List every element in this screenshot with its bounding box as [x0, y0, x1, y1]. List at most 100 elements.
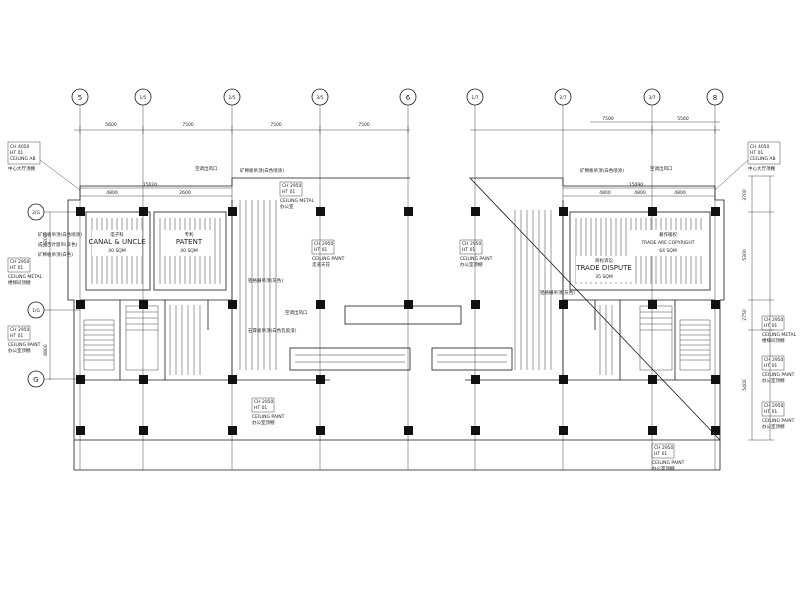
note-8: 矿棉板吊顶(白色喷涂)	[580, 167, 624, 174]
svg-text:HT 01: HT 01	[654, 451, 667, 457]
room-left-a-cn: 电子科	[110, 231, 124, 238]
room-left-a-area: 40 SQM	[108, 248, 126, 254]
room-right-b-area: 64 SQM	[659, 248, 677, 254]
ceiling-tag-6: CH 2950 HT 01 CEILING PAINT 办公室顶棚	[7, 325, 41, 354]
dim-7500-d: 7500	[602, 116, 614, 122]
building-outline	[67, 177, 725, 471]
svg-text:HT 01: HT 01	[750, 150, 763, 156]
svg-text:HT 01: HT 01	[282, 189, 295, 195]
corridor-ceiling-hatch	[169, 200, 613, 375]
grid-label-8: 8	[713, 94, 717, 102]
grid-label-3-7: 3/7	[648, 95, 655, 101]
room-right-a-en: TRADE DISPUTE	[575, 264, 632, 272]
grid-label-1-5: 1/5	[139, 95, 146, 101]
ceiling-tag-1r: CH 4050 HT 01 CEILING AB 中心大厅顶棚	[714, 141, 781, 191]
svg-text:CEILING AB: CEILING AB	[750, 156, 776, 162]
note-4: 铝格栅吊顶(灰色)	[248, 277, 283, 284]
svg-text:CEILING PAINT: CEILING PAINT	[762, 372, 795, 378]
svg-text:办公室顶棚: 办公室顶棚	[762, 423, 785, 430]
note-11: 空调出风口	[650, 165, 673, 172]
dim-4800-r1: 4800	[599, 190, 611, 196]
note-3: 矿棉板吊顶(白色)	[38, 251, 73, 258]
svg-text:CEILING PAINT: CEILING PAINT	[652, 460, 685, 466]
note-9: 铝格栅吊顶(灰色)	[540, 289, 575, 296]
room-left-b-area: 40 SQM	[180, 248, 198, 254]
dim-4800-l: 4800	[106, 190, 118, 196]
room-right-a-area: 35 SQM	[595, 274, 613, 280]
interior-walls	[80, 200, 715, 381]
dim-5400: 5400	[742, 379, 748, 391]
svg-text:CH 2950: CH 2950	[254, 399, 274, 405]
svg-text:CH 2950: CH 2950	[10, 327, 30, 333]
svg-text:HT 01: HT 01	[764, 409, 777, 415]
svg-text:CH 4050: CH 4050	[10, 144, 30, 150]
dim-7500-c: 7500	[358, 122, 370, 128]
dim-5560: 5560	[677, 116, 689, 122]
grid-label-1-7: 1/7	[471, 95, 478, 101]
note-1: 矿棉板吊顶(白色喷涂)	[38, 231, 82, 238]
grid-label-G: G	[33, 376, 38, 384]
grid-label-2-7: 2/7	[559, 95, 566, 101]
svg-text:HT 01: HT 01	[254, 405, 267, 411]
svg-text:CH 2950: CH 2950	[314, 241, 334, 247]
grid-bubbles-left: 2/G 1/G G	[27, 203, 80, 388]
svg-text:CEILING PAINT: CEILING PAINT	[312, 256, 345, 262]
grid-label-2G: 2/G	[32, 210, 40, 216]
svg-text:HT 01: HT 01	[10, 265, 23, 271]
svg-text:办公室顶棚: 办公室顶棚	[8, 347, 31, 354]
svg-text:CEILING PAINT: CEILING PAINT	[460, 256, 493, 262]
dim-15090: 15090	[629, 182, 643, 188]
dim-4800-r3: 4800	[674, 190, 686, 196]
svg-text:CH 4050: CH 4050	[750, 144, 770, 150]
svg-text:CH 2950: CH 2950	[764, 317, 784, 323]
grid-lines	[79, 105, 716, 470]
dim-7500-b: 7500	[270, 122, 282, 128]
ceiling-tag-10: CH 2950 HT 01 CEILING PAINT 办公室顶棚	[761, 401, 795, 430]
dimension-top: 5600 7500 7500 7500 7500 5560	[74, 116, 720, 134]
room-right-a-cn: 商标诉讼	[595, 257, 613, 264]
grid-bubbles-top: 5 1/5 2/5 3/5 6 1/7 2/7 3/7 8	[71, 88, 724, 106]
svg-text:楼梯间顶棚: 楼梯间顶棚	[762, 337, 785, 344]
dim-6800: 6800	[43, 344, 49, 356]
svg-text:办公室顶棚: 办公室顶棚	[252, 419, 275, 426]
svg-text:走道天花: 走道天花	[312, 261, 330, 268]
svg-text:CH 2950: CH 2950	[764, 403, 784, 409]
dim-7500-a: 7500	[182, 122, 194, 128]
svg-text:CEILING PAINT: CEILING PAINT	[8, 342, 41, 348]
svg-text:办公室: 办公室	[280, 203, 294, 210]
room-right: 商标诉讼 TRADE DISPUTE 35 SQM 著作版权 TRADE ARE…	[569, 211, 711, 291]
svg-text:CH 2950: CH 2950	[654, 445, 674, 451]
columns	[76, 207, 720, 435]
grid-label-5: 5	[78, 94, 82, 102]
dimension-right: 3700 5300 2750 5400	[742, 175, 774, 441]
svg-text:办公室顶棚: 办公室顶棚	[762, 377, 785, 384]
ceiling-tag-5: CH 2950 HT 01 CEILING METAL 楼梯间顶棚	[7, 257, 43, 286]
svg-text:CEILING METAL: CEILING METAL	[762, 332, 797, 338]
dim-5600: 5600	[105, 122, 117, 128]
svg-text:CEILING AB: CEILING AB	[10, 156, 36, 162]
svg-text:HT 01: HT 01	[314, 247, 327, 253]
room-right-b-en: TRADE ARE COPYRIGHT	[640, 240, 694, 246]
svg-text:HT 01: HT 01	[764, 323, 777, 329]
svg-text:中心大厅顶棚: 中心大厅顶棚	[748, 165, 775, 172]
dim-2600: 2600	[179, 190, 191, 196]
ceiling-tag-3: CH 2950 HT 01 CEILING PAINT 走道天花	[311, 239, 345, 268]
grid-label-2-5: 2/5	[228, 95, 235, 101]
svg-text:办公室顶棚: 办公室顶棚	[460, 261, 483, 268]
stairs-left	[83, 305, 159, 371]
room-left-b-en: PATENT	[176, 238, 203, 246]
svg-text:楼梯间顶棚: 楼梯间顶棚	[8, 279, 31, 286]
svg-text:CEILING PAINT: CEILING PAINT	[762, 418, 795, 424]
ceiling-tag-9: CH 2950 HT 01 CEILING PAINT 办公室顶棚	[761, 355, 795, 384]
dim-5300: 5300	[742, 249, 748, 261]
note-6: 空调出风口	[285, 309, 308, 316]
stairs-right	[639, 305, 711, 371]
ceiling-tag-2: CH 2950 HT 01 CEILING METAL 办公室	[279, 181, 315, 210]
dim-4200: 4200	[43, 234, 49, 246]
dim-15020: 15020	[143, 182, 157, 188]
ceiling-tag-7: CH 2950 HT 01 CEILING PAINT 办公室顶棚	[251, 397, 285, 426]
svg-text:CEILING METAL: CEILING METAL	[8, 274, 43, 280]
ceiling-tag-4: CH 2950 HT 01 CEILING PAINT 办公室顶棚	[459, 239, 493, 268]
svg-text:HT 01: HT 01	[10, 333, 23, 339]
